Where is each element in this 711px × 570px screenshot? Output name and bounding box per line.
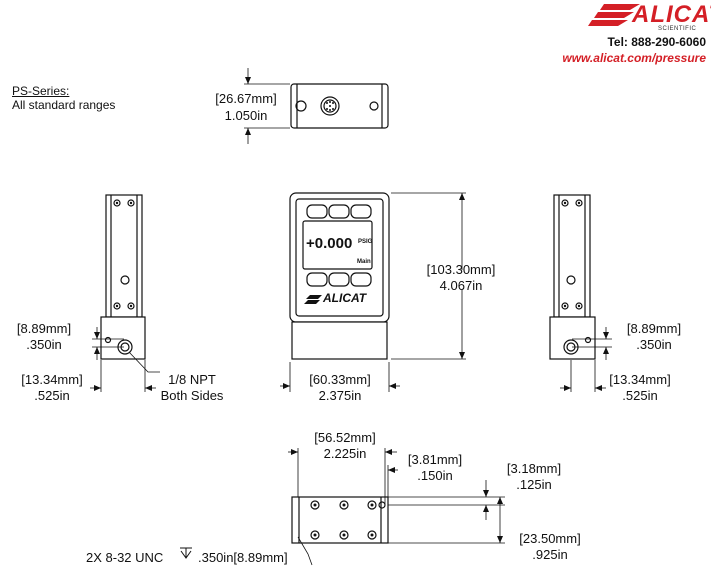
thread-spec-depth: .350in[8.89mm] [198,550,288,565]
series-description: All standard ranges [12,98,116,112]
dim-right-port-mm: [8.89mm] [626,321,682,336]
display-value: +0.000 [306,235,353,252]
device-logo-text: ALICAT [323,291,367,305]
dim-left-width-mm: [13.34mm] [21,372,83,387]
right-side-view [549,194,612,392]
display-unit: PSIG [358,239,373,245]
top-view-connector-pins [326,101,334,111]
dim-front-width-in: 2.375in [318,388,362,403]
npt-callout-line2: Both Sides [160,388,224,403]
npt-callout-line1: 1/8 NPT [168,372,216,387]
series-name: PS-Series: [12,84,70,98]
dim-bottom-edge2-mm: [3.18mm] [506,461,562,476]
thread-spec-size: 2X 8-32 UNC [86,550,164,565]
brand-website[interactable]: www.alicat.com/pressure [562,51,706,65]
dim-left-width-in: .525in [34,388,70,403]
dim-bottom-holes-mm: [56.52mm] [314,430,376,445]
dim-right-port-in: .350in [636,337,672,352]
dim-bottom-edge-mm: [3.81mm] [407,452,463,467]
dim-bottom-holes-in: 2.225in [323,446,367,461]
left-side-view [90,194,160,392]
dim-bottom-depth-in: .925in [532,547,568,562]
dim-right-width-mm: [13.34mm] [609,372,671,387]
dim-left-port-mm: [8.89mm] [16,321,72,336]
top-view [244,68,389,144]
dim-top-height-mm: [26.67mm] [215,91,277,106]
brand-name: ALICAT [632,1,711,28]
front-logo-mark [304,295,322,304]
dim-front-height-mm: [103.30mm] [426,262,496,277]
dim-front-width-mm: [60.33mm] [309,372,371,387]
dim-left-port-in: .350in [26,337,62,352]
dim-bottom-edge2-in: .125in [516,477,552,492]
dim-bottom-edge-in: .150in [417,468,453,483]
front-view [280,192,466,392]
dim-right-width-in: .525in [622,388,658,403]
dim-top-height-in: 1.050in [224,108,268,123]
dim-bottom-depth-mm: [23.50mm] [519,531,581,546]
display-sub: Main [357,259,371,265]
dim-front-height-in: 4.067in [439,278,483,293]
bottom-view [288,448,505,566]
depth-symbol [180,547,192,559]
brand-tagline: SCIENTIFIC [658,26,697,32]
brand-phone: Tel: 888-290-6060 [607,35,706,49]
